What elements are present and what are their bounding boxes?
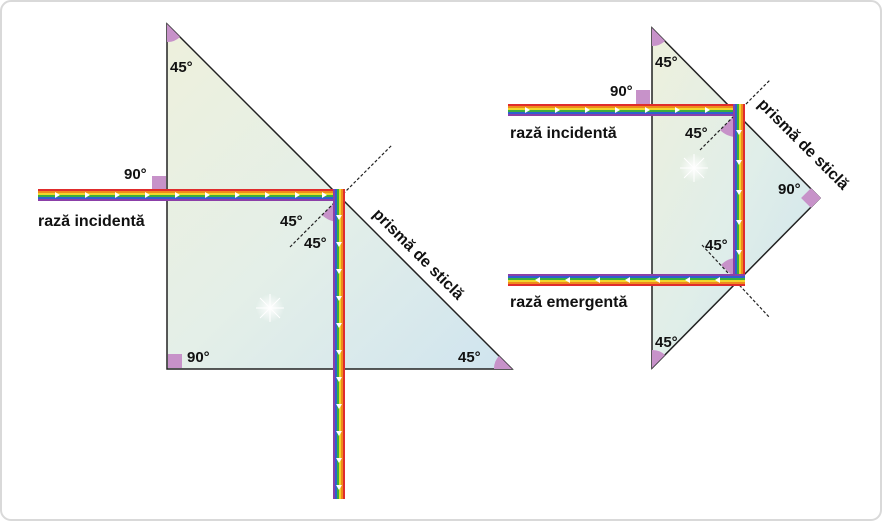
left-incident-right-angle-marker (152, 176, 166, 190)
right-lower-normal-line (701, 244, 771, 319)
right-lower-reflection-angle: 45° (705, 237, 728, 254)
left-top-angle: 45° (170, 59, 193, 76)
left-top-angle-marker (167, 24, 180, 43)
right-incident-angle: 90° (610, 83, 633, 100)
left-incident-angle: 90° (124, 166, 147, 183)
right-top-angle-marker (652, 28, 665, 47)
right-upper-reflection-angle: 45° (685, 125, 708, 142)
left-reflection-angle-1: 45° (280, 213, 303, 230)
left-bottom-left-angle: 90° (187, 349, 210, 366)
left-bottom-angle-marker (493, 356, 512, 369)
left-incident-label: rază incidentă (38, 213, 145, 230)
left-bottom-right-angle-marker (168, 354, 182, 368)
right-prism-sparkle (680, 154, 708, 182)
right-upper-reflection-angle-marker (720, 113, 737, 138)
right-vertical-ray (733, 104, 745, 286)
left-incident-ray (38, 189, 341, 201)
right-bottom-angle-marker (652, 349, 665, 368)
right-emergent-ray (508, 274, 745, 286)
left-prism-sparkle (256, 294, 284, 322)
right-emergent-label: rază emergentă (510, 294, 627, 311)
right-upper-normal-line (699, 79, 771, 151)
right-incident-ray (508, 104, 745, 116)
right-incident-label: rază incidentă (510, 125, 617, 142)
right-corner-angle: 90° (778, 181, 801, 198)
right-incident-right-angle-marker (636, 90, 650, 104)
left-bottom-right-angle: 45° (458, 349, 481, 366)
right-top-angle: 45° (655, 54, 678, 71)
left-reflection-angle-2: 45° (304, 235, 327, 252)
right-bottom-angle: 45° (655, 334, 678, 351)
left-reflected-ray (333, 189, 345, 499)
